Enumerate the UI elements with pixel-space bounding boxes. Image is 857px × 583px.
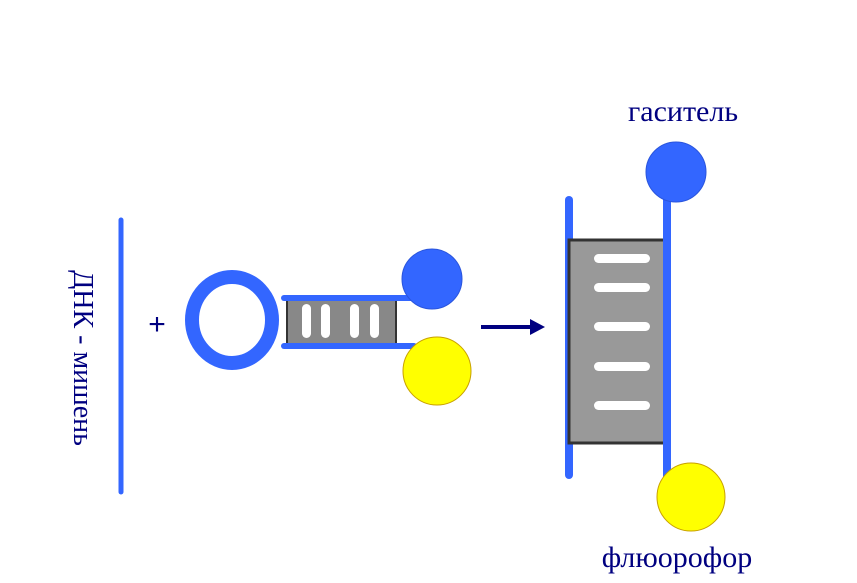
hybrid-base-pairs [594, 254, 650, 410]
beacon-fluorophore [402, 336, 472, 406]
hybrid-duplex [567, 238, 667, 445]
hybridized-complex [565, 141, 726, 532]
quencher-label: гаситель [628, 95, 738, 128]
fluorophore-label: флюорофор [602, 541, 753, 574]
target-dna-label: ДНК - мишень [67, 270, 98, 446]
beacon-quencher [401, 248, 463, 310]
beacon-base-pairs [302, 304, 379, 338]
beacon-loop [185, 270, 279, 370]
hybrid-quencher [645, 141, 707, 203]
plus-sign: + [148, 308, 166, 341]
molecular-beacon-probe [185, 248, 472, 406]
hybrid-fluorophore [656, 462, 726, 532]
reaction-arrow [481, 319, 545, 335]
